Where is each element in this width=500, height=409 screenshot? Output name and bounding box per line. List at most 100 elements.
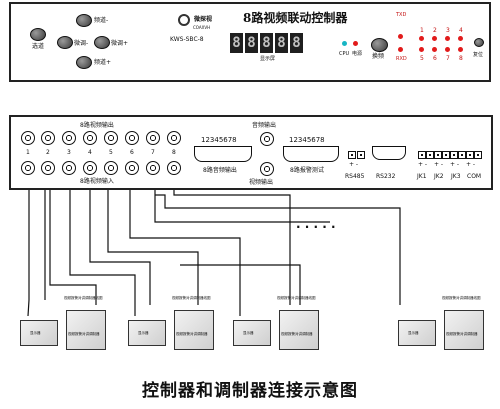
reset-button[interactable] — [474, 38, 484, 47]
jk2-polarity: + - — [434, 161, 444, 168]
modulator-label: 视频报警对讲调制器 — [446, 332, 478, 336]
cable-ch7b — [180, 264, 301, 305]
monitor-label: 显示器 — [30, 331, 41, 335]
modulator-unit: 视频报警对讲调制器线图 显示器 视频报警对讲调制器 — [233, 296, 328, 368]
channel-number: 8 — [172, 149, 176, 156]
modulator-box — [66, 310, 106, 350]
video-in-group-label: 8路视频输入 — [80, 178, 114, 185]
video-out-jack[interactable] — [62, 131, 76, 145]
monitor-box — [128, 320, 166, 346]
video-out-jack[interactable] — [104, 131, 118, 145]
led-number: 5 — [420, 55, 424, 62]
audio-out-group-label: 8路音频输出 — [203, 167, 237, 174]
monitor-label: 显示器 — [138, 331, 149, 335]
monitor-label: 显示器 — [243, 331, 254, 335]
rxd-led-icon — [398, 47, 403, 52]
jk3-terminal[interactable] — [450, 151, 458, 159]
channel-number: 1 — [26, 149, 30, 156]
cable-ch3b — [89, 172, 151, 305]
cable-ch6b — [155, 194, 330, 209]
display-digit: 8 — [290, 33, 303, 53]
channel-number: 2 — [46, 149, 50, 156]
display-digit: 8 — [245, 33, 258, 53]
fine-up-label: 微调+ — [111, 40, 129, 47]
monitor-box — [20, 320, 58, 346]
video-in-jack[interactable] — [146, 161, 160, 175]
module-title: 视频报警对讲调制器线图 — [277, 296, 316, 300]
rs232-connector[interactable] — [372, 146, 406, 160]
jk2-terminal[interactable] — [442, 151, 450, 159]
diagram-caption: 控制器和调制器连接示意图 — [142, 381, 358, 401]
audio-out-connector[interactable] — [194, 146, 252, 162]
select-button[interactable] — [30, 28, 46, 41]
model-number: KWS-SBC-8 — [170, 36, 204, 43]
cpu-led-icon — [342, 41, 347, 46]
jk1-terminal[interactable] — [418, 151, 426, 159]
module-title: 视频报警对讲调制器线图 — [172, 296, 211, 300]
modulator-box — [279, 310, 319, 350]
video-out-jack[interactable] — [125, 131, 139, 145]
display-digit: 8 — [275, 33, 288, 53]
video-out-jack[interactable] — [146, 131, 160, 145]
jk1-terminal[interactable] — [426, 151, 434, 159]
audio-out-jack[interactable] — [260, 132, 274, 146]
channel-led-icon — [419, 47, 424, 52]
monitor-box — [233, 320, 271, 346]
com-terminal[interactable] — [474, 151, 482, 159]
device-title: 8路视频联动控制器 — [243, 11, 348, 25]
led-number: 2 — [433, 27, 437, 34]
rs485-terminal[interactable] — [357, 151, 365, 159]
channel-led-icon — [458, 36, 463, 41]
video-out-jack[interactable] — [21, 131, 35, 145]
rs485-terminal[interactable] — [348, 151, 356, 159]
display-label: 显示屏 — [260, 56, 276, 62]
power-led-icon — [353, 41, 358, 46]
power-label: 电源 — [352, 51, 363, 57]
video-out-single-jack[interactable] — [260, 162, 274, 176]
video-out-jack[interactable] — [83, 131, 97, 145]
channel-up-button[interactable] — [76, 14, 92, 27]
txd-label: TXD — [396, 12, 407, 18]
channel-led-icon — [419, 36, 424, 41]
led-number: 8 — [459, 55, 463, 62]
switch-label: 换频 — [372, 53, 385, 60]
fine-down-button[interactable] — [57, 36, 73, 49]
video-out-jack[interactable] — [41, 131, 55, 145]
modulator-label: 视频报警对讲调制器 — [281, 332, 313, 336]
video-in-jack[interactable] — [104, 161, 118, 175]
jk3-label: JK3 — [451, 173, 461, 180]
cable-ch8 — [330, 207, 401, 305]
video-in-jack[interactable] — [125, 161, 139, 175]
video-in-jack[interactable] — [21, 161, 35, 175]
led-number: 3 — [446, 27, 450, 34]
jk2-terminal[interactable] — [434, 151, 442, 159]
cable-ch1 — [27, 172, 30, 317]
channel-led-icon — [432, 36, 437, 41]
channel-down-label: 频道+ — [94, 59, 112, 66]
video-in-jack[interactable] — [83, 161, 97, 175]
channel-led-icon — [432, 47, 437, 52]
monitor-box — [398, 320, 436, 346]
alarm-test-connector[interactable] — [283, 146, 339, 162]
channel-number: 7 — [151, 149, 155, 156]
video-out-group-label: 8路视频输出 — [80, 122, 114, 129]
channel-number: 4 — [88, 149, 92, 156]
com-polarity: + - — [466, 161, 476, 168]
com-terminal[interactable] — [466, 151, 474, 159]
video-in-jack[interactable] — [41, 161, 55, 175]
logo-icon — [178, 14, 190, 26]
jk3-terminal[interactable] — [458, 151, 466, 159]
audio-pin-numbers: 12345678 — [201, 136, 237, 144]
channel-down-button[interactable] — [76, 56, 92, 69]
fine-down-label: 微调- — [74, 40, 89, 47]
video-out-single-label: 视频输出 — [249, 179, 274, 186]
video-in-jack[interactable] — [167, 161, 181, 175]
switch-button[interactable] — [371, 38, 388, 52]
rs232-label: RS232 — [376, 173, 396, 180]
video-in-jack[interactable] — [62, 161, 76, 175]
channel-number: 3 — [67, 149, 71, 156]
fine-up-button[interactable] — [94, 36, 110, 49]
video-out-jack[interactable] — [167, 131, 181, 145]
brand-en: COAXVH — [193, 25, 211, 30]
